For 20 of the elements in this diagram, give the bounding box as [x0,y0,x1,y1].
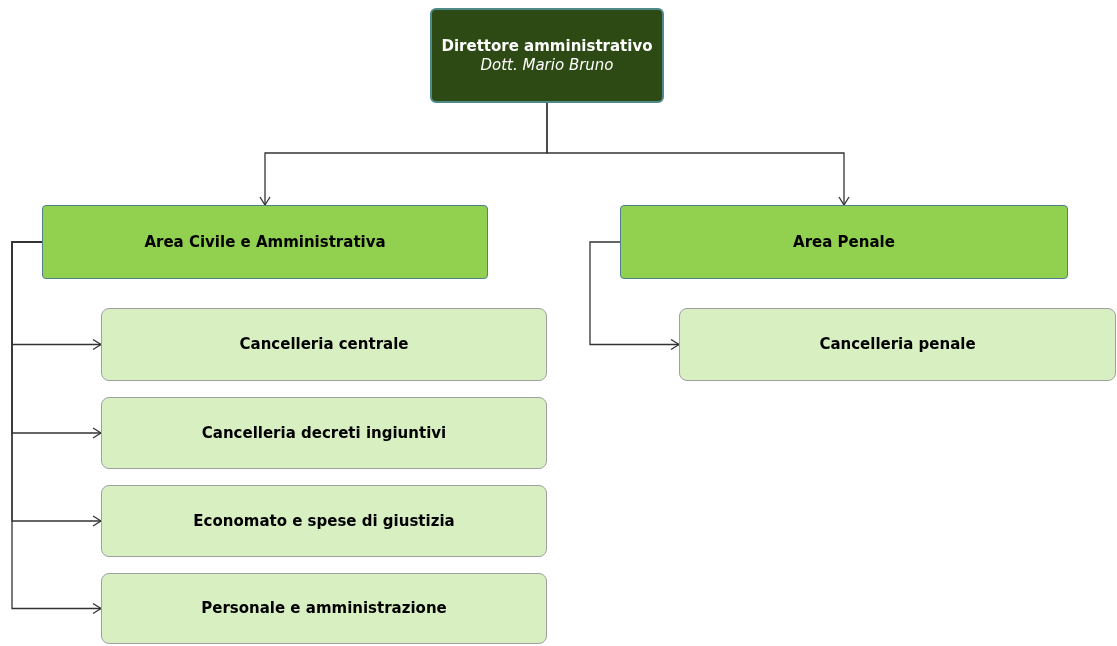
office-box [679,308,1116,381]
office-box [101,397,547,469]
area-box [42,205,488,279]
connector-arrow [546,102,850,206]
office-box [101,308,547,381]
office-box [101,485,547,557]
node-title: Area Penale [792,232,896,252]
node-title: Cancelleria centrale [238,335,410,354]
connector-arrow [11,241,102,615]
node-subtitle: Dott. Mario Bruno [479,55,615,75]
connector-arrow [589,241,680,351]
node-title: Personale e amministrazione [200,599,448,618]
node-title: Cancelleria decreti ingiuntivi [200,423,448,443]
node-title: Cancelleria penale [818,335,977,354]
director-box [430,8,664,103]
area-box [620,205,1068,279]
node-title: Direttore amministrativo [440,36,654,56]
office-box [101,573,547,644]
node-title: Economato e spese di giustizia [192,511,456,531]
node-title: Area Civile e Amministrativa [143,232,387,252]
